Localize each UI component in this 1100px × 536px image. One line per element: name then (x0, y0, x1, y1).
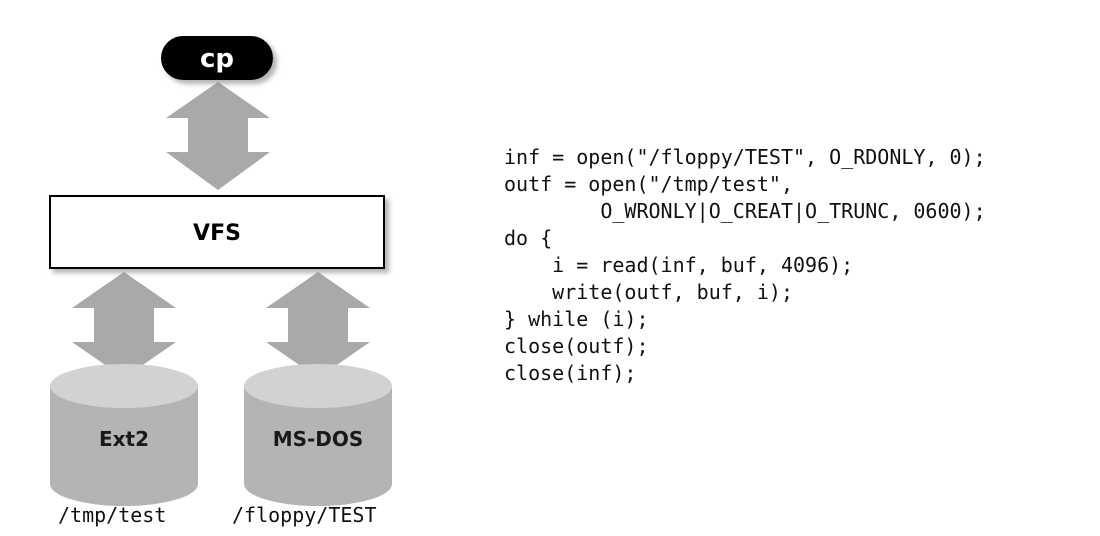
code-line: close(outf); (504, 334, 649, 358)
code-line: } while (i); (504, 307, 649, 331)
vfs-box (49, 195, 385, 269)
code-line: do { (504, 226, 553, 250)
vfs-label: VFS (193, 221, 241, 246)
cylinder-top (244, 364, 392, 408)
code-line: outf = open("/tmp/test", (504, 172, 793, 196)
database-cylinder-icon (244, 386, 392, 506)
process-label: cp (200, 44, 234, 74)
code-line: write(outf, buf, i); (504, 280, 793, 304)
arrow-vfs-ext2 (72, 272, 176, 378)
double-arrow-icon (266, 272, 370, 378)
filesystem-label: MS-DOS (273, 427, 364, 451)
filesystem-label: Ext2 (99, 427, 149, 451)
cylinder-top (50, 364, 198, 408)
double-arrow-icon (72, 272, 176, 378)
code-listing: inf = open("/floppy/TEST", O_RDONLY, 0);… (504, 144, 1084, 387)
code-line: O_WRONLY|O_CREAT|O_TRUNC, 0600); (504, 199, 986, 223)
filesystem-msdos: MS-DOS (244, 364, 392, 506)
msdos-mount-path: /floppy/TEST (232, 503, 377, 527)
code-line: close(inf); (504, 361, 637, 385)
code-line: inf = open("/floppy/TEST", O_RDONLY, 0); (504, 145, 986, 169)
filesystem-ext2: Ext2 (50, 364, 198, 506)
arrow-cp-vfs (166, 82, 270, 190)
code-line: i = read(inf, buf, 4096); (504, 253, 854, 277)
process-node-cp (161, 36, 273, 80)
vfs-node (49, 195, 385, 269)
process-pill (161, 36, 273, 80)
database-cylinder-icon (50, 386, 198, 506)
arrow-vfs-msdos (266, 272, 370, 378)
ext2-mount-path: /tmp/test (58, 503, 167, 527)
double-arrow-icon (166, 82, 270, 190)
